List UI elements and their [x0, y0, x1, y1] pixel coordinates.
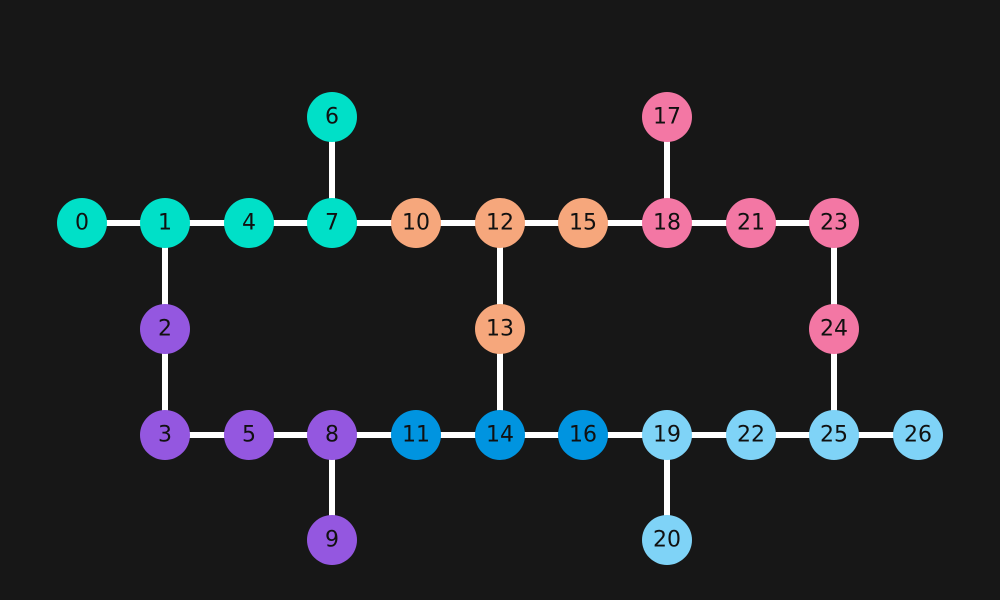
node-label: 21 — [737, 211, 765, 236]
node-4: 4 — [224, 198, 274, 248]
node-circle — [642, 92, 692, 142]
node-6: 6 — [307, 92, 357, 142]
node-circle — [57, 198, 107, 248]
node-circle — [224, 198, 274, 248]
node-23: 23 — [809, 198, 859, 248]
node-8: 8 — [307, 410, 357, 460]
node-label: 3 — [158, 423, 172, 448]
node-18: 18 — [642, 198, 692, 248]
node-label: 24 — [820, 317, 848, 342]
node-label: 15 — [569, 211, 597, 236]
node-2: 2 — [140, 304, 190, 354]
node-circle — [558, 410, 608, 460]
node-label: 5 — [242, 423, 256, 448]
node-10: 10 — [391, 198, 441, 248]
node-circle — [642, 515, 692, 565]
node-label: 25 — [820, 423, 848, 448]
node-1: 1 — [140, 198, 190, 248]
node-17: 17 — [642, 92, 692, 142]
node-label: 1 — [158, 211, 172, 236]
node-circle — [391, 198, 441, 248]
node-7: 7 — [307, 198, 357, 248]
node-circle — [642, 198, 692, 248]
node-label: 22 — [737, 423, 765, 448]
node-22: 22 — [726, 410, 776, 460]
node-circle — [391, 410, 441, 460]
node-circle — [140, 410, 190, 460]
node-21: 21 — [726, 198, 776, 248]
node-label: 11 — [402, 423, 430, 448]
node-circle — [307, 515, 357, 565]
node-12: 12 — [475, 198, 525, 248]
node-circle — [809, 410, 859, 460]
node-circle — [726, 410, 776, 460]
node-label: 7 — [325, 211, 339, 236]
node-label: 14 — [486, 423, 514, 448]
node-circle — [558, 198, 608, 248]
node-16: 16 — [558, 410, 608, 460]
node-19: 19 — [642, 410, 692, 460]
node-label: 23 — [820, 211, 848, 236]
node-14: 14 — [475, 410, 525, 460]
node-circle — [140, 198, 190, 248]
node-circle — [307, 410, 357, 460]
node-circle — [475, 410, 525, 460]
node-circle — [140, 304, 190, 354]
node-label: 12 — [486, 211, 514, 236]
node-circle — [307, 92, 357, 142]
node-25: 25 — [809, 410, 859, 460]
node-circle — [726, 198, 776, 248]
node-circle — [809, 198, 859, 248]
node-5: 5 — [224, 410, 274, 460]
node-20: 20 — [642, 515, 692, 565]
node-label: 6 — [325, 105, 339, 130]
node-label: 0 — [75, 211, 89, 236]
node-circle — [224, 410, 274, 460]
node-label: 19 — [653, 423, 681, 448]
node-label: 4 — [242, 211, 256, 236]
node-3: 3 — [140, 410, 190, 460]
node-label: 20 — [653, 528, 681, 553]
node-circle — [809, 304, 859, 354]
node-label: 26 — [904, 423, 932, 448]
node-24: 24 — [809, 304, 859, 354]
node-circle — [307, 198, 357, 248]
node-label: 2 — [158, 317, 172, 342]
node-15: 15 — [558, 198, 608, 248]
node-label: 10 — [402, 211, 430, 236]
node-circle — [642, 410, 692, 460]
node-label: 13 — [486, 317, 514, 342]
node-label: 9 — [325, 528, 339, 553]
node-label: 16 — [569, 423, 597, 448]
node-label: 8 — [325, 423, 339, 448]
node-11: 11 — [391, 410, 441, 460]
node-13: 13 — [475, 304, 525, 354]
node-label: 18 — [653, 211, 681, 236]
node-circle — [893, 410, 943, 460]
node-circle — [475, 304, 525, 354]
node-label: 17 — [653, 105, 681, 130]
node-circle — [475, 198, 525, 248]
node-0: 0 — [57, 198, 107, 248]
node-9: 9 — [307, 515, 357, 565]
node-26: 26 — [893, 410, 943, 460]
